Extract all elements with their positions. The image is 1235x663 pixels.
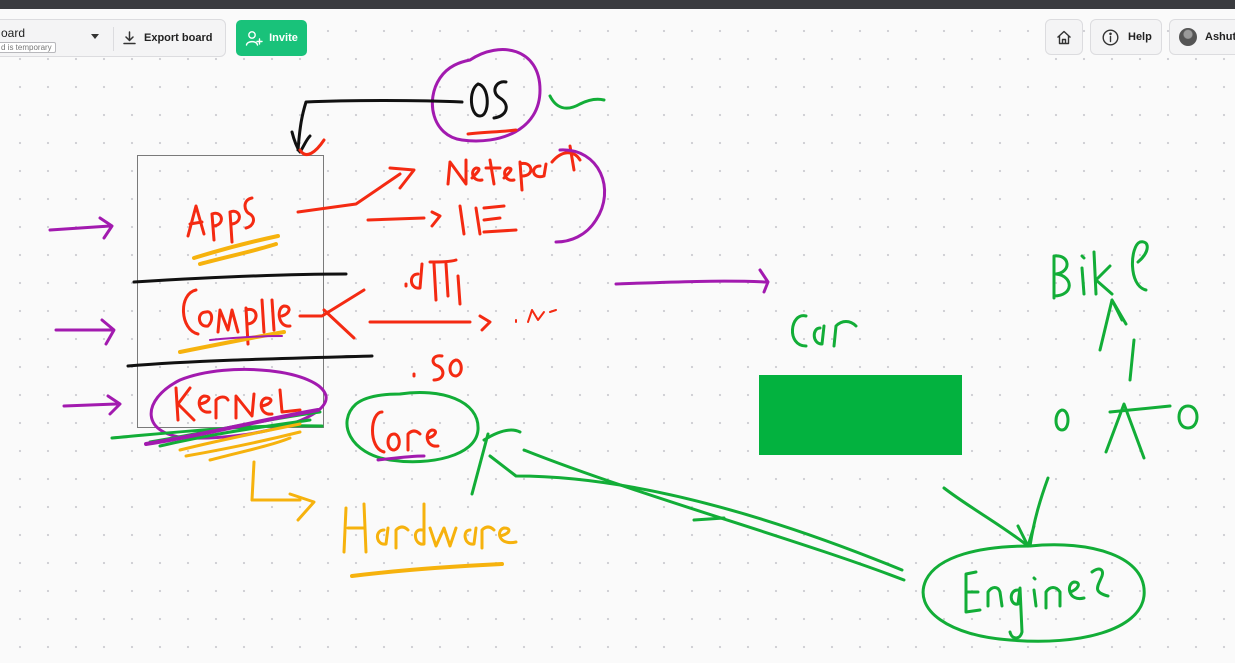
- os-arrow-stroke: [290, 99, 464, 154]
- bike-text-stroke: [1052, 240, 1149, 300]
- compile-underline-stroke: [178, 330, 286, 354]
- help-button[interactable]: Help: [1090, 19, 1162, 55]
- kernel-text-stroke: [174, 386, 302, 422]
- bike-arrow-stroke: [1098, 298, 1136, 382]
- chevron-down-icon[interactable]: [91, 34, 99, 39]
- info-icon: [1102, 28, 1119, 46]
- compile-branch-stroke: [298, 288, 492, 340]
- avatar: [1179, 28, 1197, 46]
- home-icon: [1057, 30, 1071, 44]
- hardware-text-stroke: [342, 502, 518, 554]
- apps-text-stroke: [186, 196, 255, 244]
- bike-wheel-right: [1177, 404, 1199, 430]
- compile-text-stroke: [182, 288, 292, 346]
- notepad-text-stroke: [446, 144, 582, 192]
- apps-arrow-right-stroke: [366, 210, 442, 228]
- hardware-arrow-stroke: [250, 460, 316, 522]
- car-text-stroke: [791, 314, 858, 348]
- bike-wheel-left: [1054, 408, 1070, 432]
- kernel-highlight-yellow: [178, 422, 302, 462]
- ie-text-stroke: [458, 204, 518, 236]
- car-rectangle-shape[interactable]: [759, 375, 962, 455]
- divider: [113, 27, 114, 51]
- home-button[interactable]: [1045, 19, 1083, 55]
- purple-bracket-stroke: [554, 148, 606, 244]
- os-circle-stroke: [430, 48, 542, 143]
- engine-text-stroke: [964, 567, 1110, 640]
- help-label: Help: [1128, 31, 1152, 43]
- apps-underline-stroke: [192, 234, 280, 266]
- add-user-icon: [245, 31, 263, 46]
- kernel-highlight-purple: [144, 408, 320, 446]
- car-pointer-arrow: [614, 268, 770, 294]
- os-text-stroke: [470, 80, 508, 120]
- apps-arrow-up-stroke: [296, 166, 416, 214]
- dll-text-stroke: [404, 258, 462, 306]
- export-board-button[interactable]: Export board: [123, 26, 212, 50]
- board-selector[interactable]: oard d is temporary Export board: [0, 19, 226, 57]
- apps-pointer-arrow: [48, 216, 114, 240]
- os-underline-stroke: [466, 128, 518, 136]
- whiteboard-canvas[interactable]: [0, 9, 1235, 663]
- temporary-badge: d is temporary: [0, 42, 56, 53]
- layer-divider-2: [126, 354, 374, 368]
- export-board-label: Export board: [144, 32, 213, 44]
- engine-core-arrow-1: [470, 428, 906, 582]
- green-check-stroke: [548, 94, 606, 110]
- invite-button[interactable]: Invite: [236, 20, 307, 56]
- core-underline-stroke: [376, 454, 426, 462]
- kernel-pointer-arrow: [62, 394, 122, 416]
- so-text-stroke: [412, 354, 463, 382]
- window-titlebar: [0, 0, 1235, 9]
- n-ext-text-stroke: [515, 309, 557, 323]
- bike-frame-stroke: [1104, 402, 1172, 460]
- engine-core-arrow-2: [488, 454, 904, 572]
- engine-circle-stroke: [921, 543, 1146, 643]
- layer-divider-1: [132, 272, 348, 284]
- core-text-stroke: [371, 410, 440, 454]
- red-tick-stroke: [298, 138, 326, 156]
- download-icon: [123, 31, 136, 45]
- compile-pointer-arrow: [54, 318, 116, 346]
- user-menu-button[interactable]: Ashuto: [1169, 19, 1235, 55]
- board-name: oard: [1, 26, 26, 40]
- car-engine-arrow-stroke: [942, 476, 1050, 548]
- invite-label: Invite: [269, 32, 298, 44]
- engine-tick-stroke: [692, 516, 726, 522]
- user-name: Ashuto: [1205, 31, 1235, 43]
- compile-underline-purple: [209, 335, 283, 341]
- hardware-underline-stroke: [350, 562, 504, 578]
- core-circle-stroke: [345, 391, 480, 464]
